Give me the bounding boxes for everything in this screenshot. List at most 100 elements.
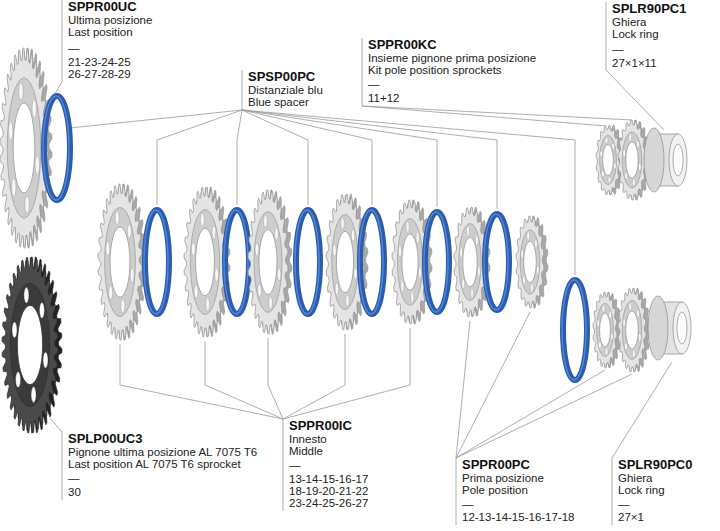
lock-ring-face — [673, 302, 691, 354]
leader-line — [456, 370, 605, 458]
sprocket-cutout — [341, 217, 344, 229]
sprocket-cutout — [255, 243, 259, 256]
blue-spacer-highlight — [144, 210, 168, 314]
part-label: Lock ring — [612, 28, 659, 41]
sprocket-cutout — [335, 283, 338, 295]
leader-line — [456, 321, 470, 458]
leader-line — [242, 110, 372, 205]
sprocket-cutout — [333, 244, 336, 256]
part-label: Blue spacer — [248, 96, 309, 109]
blue-spacer-highlight — [562, 280, 586, 380]
sprocket-cutout — [275, 227, 279, 240]
sprocket-cutout — [115, 211, 119, 225]
sprocket-web — [600, 136, 617, 185]
sprocket-cutout — [536, 266, 539, 274]
sprocket-hole — [524, 241, 537, 282]
sprocket-web — [459, 224, 481, 301]
sprocket-web — [397, 219, 422, 306]
sprocket-cutout — [625, 343, 628, 351]
leader-line — [268, 338, 283, 419]
sprocket-cutout — [206, 298, 210, 312]
sprocket-hole — [600, 313, 611, 347]
sprocket-cutout — [632, 350, 635, 358]
sprocket-cutout — [109, 286, 113, 300]
part-label: 30 — [68, 486, 81, 499]
sprocket-hole — [13, 103, 35, 193]
sprocket — [516, 216, 548, 308]
blue-spacer-highlight — [359, 210, 383, 314]
part-code: SPPR00PC — [462, 458, 530, 471]
part-label: Distanziale blu — [248, 84, 323, 97]
sprocket-cutout — [605, 348, 608, 355]
blue-spacer — [225, 210, 249, 314]
lock-ring-flange — [644, 128, 664, 192]
sprocket-cutout — [351, 229, 354, 241]
sprocket-cutout — [106, 242, 110, 256]
part-code: SPPR00UC — [68, 0, 137, 13]
part-label: — — [618, 498, 630, 511]
sprocket-cutout — [354, 268, 357, 280]
part-label: — — [462, 498, 474, 511]
part-code: SPLR90PC1 — [612, 2, 686, 15]
sprocket-cutout — [43, 352, 48, 368]
leader-line — [50, 418, 62, 432]
part-label: 26-27-28-29 — [68, 68, 131, 81]
sprocket — [618, 288, 650, 372]
sprocket-web — [105, 207, 136, 316]
part-label: — — [612, 43, 624, 56]
blue-spacer — [425, 212, 449, 312]
leader-line — [120, 344, 283, 419]
sprocket-cutout — [12, 178, 16, 196]
sprocket-cutout — [598, 342, 601, 349]
sprocket-web — [7, 78, 41, 218]
sprocket-cutout — [527, 232, 530, 240]
sprocket-hole — [463, 237, 477, 287]
leader-line — [242, 110, 497, 209]
part-label: 21-23-24-25 — [68, 56, 131, 69]
sprocket-hole — [110, 227, 130, 297]
sprocket-hole — [196, 228, 215, 296]
sprocket-web — [622, 301, 642, 360]
sprocket-cutout — [130, 268, 134, 282]
sprocket-cutout — [471, 288, 474, 298]
blue-spacer — [44, 96, 70, 200]
part-label: Middle — [289, 445, 323, 458]
sprocket-face — [0, 48, 48, 248]
sprocket-cutout — [608, 177, 611, 183]
sprocket-cutout — [629, 134, 632, 141]
sprocket-web — [10, 283, 49, 406]
sprocket-cutout — [398, 246, 401, 257]
part-label: Ghiera — [618, 472, 653, 485]
sprocket-web — [332, 214, 359, 309]
sprocket-face — [2, 257, 58, 433]
blue-spacer-highlight — [224, 210, 248, 314]
leader-line — [456, 458, 457, 525]
sprocket-cutout — [24, 287, 29, 303]
sprocket-face — [248, 190, 288, 334]
sprocket-cutout — [277, 268, 281, 281]
lock-ring-flange — [648, 296, 668, 360]
lock-ring-bore — [673, 144, 683, 176]
leader-line — [606, 2, 607, 70]
sprocket-cutout — [416, 232, 419, 243]
blue-spacer-highlight — [484, 214, 508, 310]
sprocket-cutout — [638, 333, 641, 341]
leader-line — [242, 70, 243, 110]
leader-line — [157, 110, 242, 205]
sprocket-cutout — [629, 302, 632, 310]
part-code: SPLR90PC0 — [618, 458, 692, 471]
sprocket-cutout — [534, 240, 537, 248]
part-label: — — [289, 459, 301, 472]
sprocket-cutout — [609, 312, 612, 319]
part-label: Innesto — [289, 433, 327, 446]
leader-line — [283, 419, 284, 511]
part-label: Lock ring — [618, 484, 665, 497]
part-label: Insieme pignone prima posizione — [368, 52, 536, 65]
part-label: 27×1×11 — [612, 57, 657, 70]
part-code: SPPR00KC — [368, 38, 437, 51]
sprocket-cutout — [521, 250, 524, 258]
sprocket-cutout — [406, 221, 409, 232]
blue-spacer — [360, 210, 384, 314]
